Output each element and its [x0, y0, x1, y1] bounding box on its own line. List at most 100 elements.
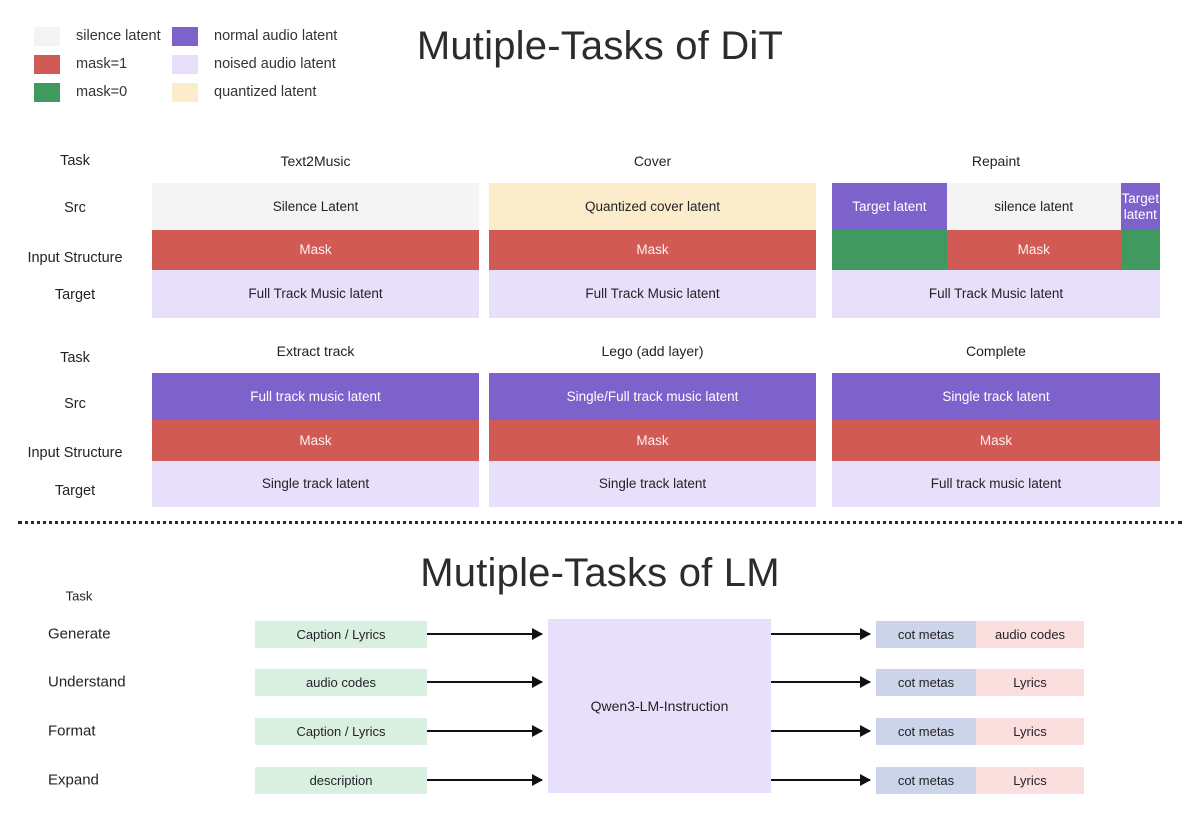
- task-title: Text2Music: [280, 153, 351, 169]
- block-segment: Mask: [152, 230, 479, 270]
- arrow-model-to-output: [771, 730, 870, 732]
- block-segment: Target latent: [1120, 183, 1160, 230]
- block-segment: Full Track Music latent: [489, 270, 816, 318]
- block-segment: Mask: [489, 420, 816, 461]
- arrow-input-to-model: [427, 633, 542, 635]
- target-block: Single track latent: [489, 461, 816, 507]
- lm-task-label-generate: Generate: [48, 625, 111, 643]
- block-segment: Silence Latent: [152, 183, 479, 230]
- legend-swatch-normal-audio-latent: [172, 26, 198, 46]
- src-block: Full track music latent: [152, 373, 479, 420]
- legend-column-1: silence latent mask=1 mask=0: [34, 22, 161, 106]
- lm-input-box: Caption / Lyrics: [255, 717, 427, 745]
- block-segment: Target latent: [832, 183, 947, 230]
- block-segment: Full track music latent: [832, 461, 1160, 507]
- legend-label: mask=1: [76, 55, 128, 72]
- block-segment: [1120, 230, 1160, 270]
- task-title: Complete: [966, 343, 1026, 359]
- block-segment: Mask: [832, 420, 1160, 461]
- row-label-target: Target: [54, 483, 96, 499]
- row-label-task: Task: [60, 153, 90, 169]
- target-block: Full Track Music latent: [489, 270, 816, 318]
- section-divider: [18, 521, 1182, 524]
- target-block: Full Track Music latent: [152, 270, 479, 318]
- row-label-input-structure: Input Structure: [27, 250, 123, 266]
- target-block: Single track latent: [152, 461, 479, 507]
- block-segment: Full Track Music latent: [152, 270, 479, 318]
- block-segment: [832, 230, 947, 270]
- arrow-model-to-output: [771, 633, 870, 635]
- lm-output-content: audio codes: [976, 620, 1084, 648]
- lm-output-content: Lyrics: [976, 717, 1084, 745]
- src-block: Quantized cover latent: [489, 183, 816, 230]
- arrow-model-to-output: [771, 779, 870, 781]
- mask-block: Mask: [152, 420, 479, 461]
- lm-task-header: Task: [65, 588, 93, 604]
- lm-input-box: audio codes: [255, 668, 427, 696]
- legend-swatch-silence-latent: [34, 26, 60, 46]
- lm-output-cot-metas: cot metas: [876, 620, 976, 648]
- src-block: Silence Latent: [152, 183, 479, 230]
- block-segment: Full track music latent: [152, 373, 479, 420]
- row-label-task: Task: [60, 350, 90, 366]
- block-segment: Single track latent: [832, 373, 1160, 420]
- row-label-target: Target: [54, 287, 96, 303]
- dit-section-title: Mutiple-Tasks of DiT: [416, 24, 784, 68]
- block-segment: Mask: [946, 230, 1121, 270]
- lm-output-content: Lyrics: [976, 668, 1084, 696]
- block-segment: Single/Full track music latent: [489, 373, 816, 420]
- task-title: Extract track: [276, 343, 355, 359]
- target-block: Full track music latent: [832, 461, 1160, 507]
- mask-block: Mask: [832, 420, 1160, 461]
- legend-label: silence latent: [76, 27, 161, 44]
- legend-label: noised audio latent: [214, 55, 336, 72]
- legend-label: quantized latent: [214, 83, 317, 100]
- legend-item: quantized latent: [172, 78, 337, 106]
- mask-block: Mask: [489, 420, 816, 461]
- legend-item: normal audio latent: [172, 22, 337, 50]
- block-segment: silence latent: [946, 183, 1121, 230]
- legend-item: silence latent: [34, 22, 161, 50]
- mask-block: Mask: [832, 230, 1160, 270]
- block-segment: Single track latent: [489, 461, 816, 507]
- block-segment: Mask: [489, 230, 816, 270]
- lm-output-content: Lyrics: [976, 766, 1084, 794]
- arrow-input-to-model: [427, 681, 542, 683]
- arrow-input-to-model: [427, 730, 542, 732]
- arrow-input-to-model: [427, 779, 542, 781]
- lm-output-cot-metas: cot metas: [876, 717, 976, 745]
- legend-item: noised audio latent: [172, 50, 337, 78]
- legend-label: mask=0: [76, 83, 128, 100]
- lm-input-box: Caption / Lyrics: [255, 620, 427, 648]
- mask-block: Mask: [489, 230, 816, 270]
- task-title: Repaint: [971, 153, 1021, 169]
- legend-swatch-noised-audio-latent: [172, 54, 198, 74]
- legend-column-2: normal audio latent noised audio latent …: [172, 22, 337, 106]
- legend-item: mask=0: [34, 78, 161, 106]
- block-segment: Full Track Music latent: [832, 270, 1160, 318]
- lm-input-box: description: [255, 766, 427, 794]
- block-segment: Quantized cover latent: [489, 183, 816, 230]
- block-segment: Single track latent: [152, 461, 479, 507]
- src-block: Single track latent: [832, 373, 1160, 420]
- legend-swatch-mask-1: [34, 54, 60, 74]
- lm-model-box: Qwen3-LM-Instruction: [548, 619, 771, 793]
- lm-task-label-format: Format: [48, 722, 96, 740]
- lm-task-label-understand: Understand: [48, 673, 126, 691]
- lm-section-title: Mutiple-Tasks of LM: [420, 551, 780, 595]
- mask-block: Mask: [152, 230, 479, 270]
- row-label-src: Src: [64, 396, 86, 412]
- row-label-src: Src: [64, 200, 86, 216]
- legend-label: normal audio latent: [214, 27, 338, 44]
- block-segment: Mask: [152, 420, 479, 461]
- lm-output-cot-metas: cot metas: [876, 766, 976, 794]
- arrow-model-to-output: [771, 681, 870, 683]
- src-block: Single/Full track music latent: [489, 373, 816, 420]
- lm-output-cot-metas: cot metas: [876, 668, 976, 696]
